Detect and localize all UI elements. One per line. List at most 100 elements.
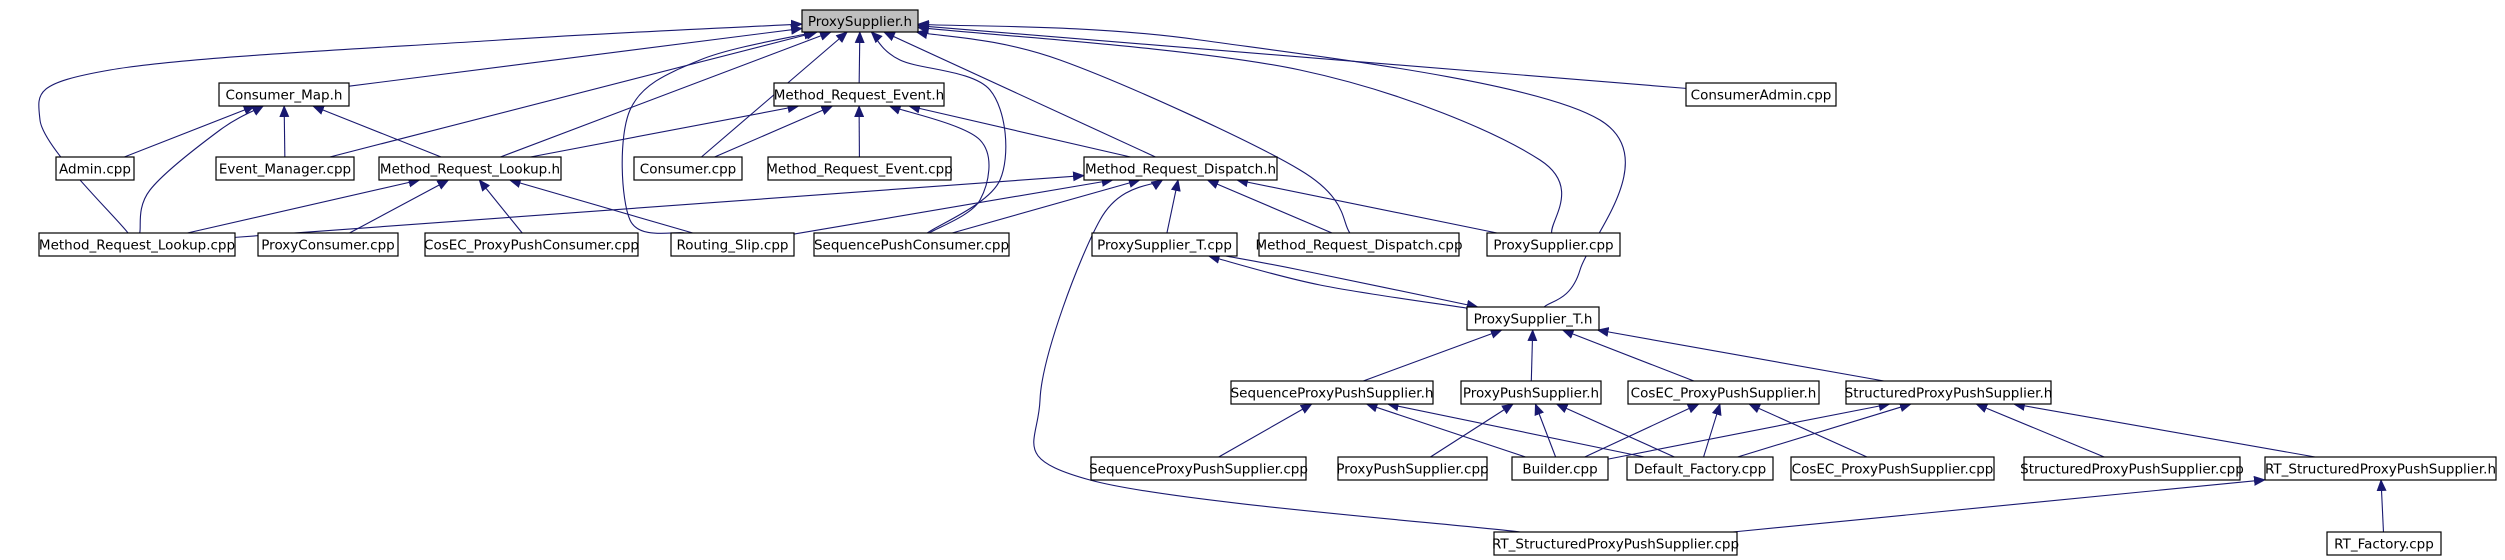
node-consumer-map-h[interactable]: Consumer_Map.h (218, 82, 350, 107)
node-label: CosEC_ProxyPushConsumer.cpp (424, 238, 639, 254)
node-proxysupplier-cpp[interactable]: ProxySupplier.cpp (1486, 232, 1621, 257)
edge-routing_slip_cpp-to-method_request_lookup_h (508, 178, 693, 234)
node-label: Default_Factory.cpp (1634, 462, 1766, 478)
node-box[interactable] (55, 156, 135, 181)
node-proxysupplier-t-h[interactable]: ProxySupplier_T.h (1466, 306, 1600, 331)
edge-event_manager_cpp-to-consumer_map_h (279, 105, 290, 158)
node-sequenceproxypushsupplier-cpp[interactable]: SequenceProxyPushSupplier.cpp (1089, 456, 1308, 481)
edge-proxysupplier_t_cpp-to-proxysupplier_t_h (1225, 255, 1479, 310)
node-consumer-cpp[interactable]: Consumer.cpp (633, 156, 743, 181)
node-proxypushsupplier-cpp[interactable]: ProxyPushSupplier.cpp (1336, 456, 1489, 481)
node-box[interactable] (2023, 456, 2241, 481)
edge-rt_factory_cpp-to-rt_structuredproxypushsupplier_h (2376, 479, 2387, 533)
edge-admin_cpp-to-consumer_map_h (124, 105, 256, 158)
node-box[interactable] (1337, 456, 1488, 481)
edge-rt_structuredproxypushsupplier_h-to-structuredproxypushsupplier_h (2012, 400, 2316, 458)
edge-default_factory_cpp-to-cosec_proxypushsupplier_h (1703, 403, 1722, 458)
node-builder-cpp[interactable]: Builder.cpp (1511, 456, 1609, 481)
node-structuredproxypushsupplier-h[interactable]: StructuredProxyPushSupplier.h (1845, 380, 2053, 405)
node-routing-slip-cpp[interactable]: Routing_Slip.cpp (670, 232, 795, 257)
node-method-request-dispatch-cpp[interactable]: Method_Request_Dispatch.cpp (1255, 232, 1463, 257)
node-proxysupplier-t-cpp[interactable]: ProxySupplier_T.cpp (1091, 232, 1238, 257)
edge-method_request_dispatch_h-to-proxysupplier_h (882, 31, 1156, 158)
node-method-request-event-cpp[interactable]: Method_Request_Event.cpp (766, 156, 953, 181)
node-proxysupplier-h[interactable]: ProxySupplier.h (801, 9, 919, 33)
node-box[interactable] (633, 156, 743, 181)
edge-builder_cpp-to-sequenceproxypushsupplier_h (1365, 402, 1526, 458)
node-box[interactable] (767, 156, 952, 181)
node-box[interactable] (2264, 456, 2497, 481)
edge-method_request_lookup_cpp-to-consumer_map_h (139, 105, 265, 234)
edge-routing_slip_cpp-to-method_request_dispatch_h (793, 176, 1114, 235)
node-box[interactable] (424, 232, 639, 257)
node-label: ProxySupplier_T.h (1474, 312, 1593, 328)
edge-method_request_dispatch_cpp-to-proxysupplier_h (915, 29, 1351, 234)
edge-method_request_lookup_cpp-to-method_request_dispatch_h (234, 171, 1085, 238)
node-box[interactable] (801, 9, 919, 33)
node-box[interactable] (670, 232, 795, 257)
node-method-request-event-h[interactable]: Method_Request_Event.h (773, 82, 945, 107)
node-box[interactable] (218, 82, 350, 107)
node-cosec-proxypushconsumer-cpp[interactable]: CosEC_ProxyPushConsumer.cpp (424, 232, 639, 257)
node-box[interactable] (1790, 456, 1995, 481)
node-rt-structuredproxypushsupplier-h[interactable]: RT_StructuredProxyPushSupplier.h (2264, 456, 2497, 481)
node-box[interactable] (257, 232, 399, 257)
node-proxyconsumer-cpp[interactable]: ProxyConsumer.cpp (257, 232, 399, 257)
node-label: SequenceProxyPushSupplier.cpp (1089, 462, 1308, 478)
node-box[interactable] (1486, 232, 1621, 257)
node-default-factory-cpp[interactable]: Default_Factory.cpp (1626, 456, 1774, 481)
node-sequenceproxypushsupplier-h[interactable]: SequenceProxyPushSupplier.h (1230, 380, 1434, 405)
edge-consumeradmin_cpp-to-proxysupplier_h (917, 21, 1687, 89)
edge-proxysupplier_t_cpp-to-method_request_dispatch_h (1166, 179, 1181, 234)
node-box[interactable] (2326, 531, 2442, 556)
node-cosec-proxypushsupplier-h[interactable]: CosEC_ProxyPushSupplier.h (1627, 380, 1820, 405)
edge-proxysupplier_t_h-to-proxysupplier_h (917, 19, 1626, 308)
node-box[interactable] (1627, 380, 1820, 405)
edge-consumer_cpp-to-method_request_event_h (714, 105, 834, 158)
node-box[interactable] (1230, 380, 1434, 405)
node-box[interactable] (1258, 232, 1460, 257)
edge-builder_cpp-to-proxypushsupplier_h (1534, 403, 1557, 458)
node-label: ProxySupplier_T.cpp (1097, 238, 1232, 254)
node-method-request-dispatch-h[interactable]: Method_Request_Dispatch.h (1083, 156, 1278, 181)
node-rt-factory-cpp[interactable]: RT_Factory.cpp (2326, 531, 2442, 556)
node-rt-structuredproxypushsupplier-cpp[interactable]: RT_StructuredProxyPushSupplier.cpp (1492, 531, 1739, 556)
node-box[interactable] (38, 232, 236, 257)
node-box[interactable] (378, 156, 562, 181)
node-box[interactable] (1090, 456, 1307, 481)
node-box[interactable] (1511, 456, 1609, 481)
node-event-manager-cpp[interactable]: Event_Manager.cpp (215, 156, 355, 181)
edge-default_factory_cpp-to-sequenceproxypushsupplier_h (1386, 401, 1645, 458)
node-box[interactable] (215, 156, 355, 181)
node-label: ProxySupplier.h (808, 14, 912, 30)
node-cosec-proxypushsupplier-cpp[interactable]: CosEC_ProxyPushSupplier.cpp (1790, 456, 1995, 481)
edge-cosec_proxypushsupplier_cpp-to-cosec_proxypushsupplier_h (1748, 403, 1868, 458)
node-box[interactable] (1083, 156, 1278, 181)
node-box[interactable] (1845, 380, 2052, 405)
node-box[interactable] (1460, 380, 1602, 405)
node-proxypushsupplier-h[interactable]: ProxyPushSupplier.h (1460, 380, 1602, 405)
edge-consumer_map_h-to-proxysupplier_h (348, 24, 803, 87)
node-box[interactable] (813, 232, 1010, 257)
node-box[interactable] (1466, 306, 1600, 331)
edge-rt_structuredproxypushsupplier_cpp-to-rt_structuredproxypushsupplier_h (1732, 475, 2266, 533)
node-method-request-lookup-h[interactable]: Method_Request_Lookup.h (378, 156, 562, 181)
edges-layer (38, 19, 2387, 533)
node-label: Builder.cpp (1522, 462, 1597, 478)
node-box[interactable] (1685, 82, 1837, 107)
node-sequencepushconsumer-cpp[interactable]: SequencePushConsumer.cpp (813, 232, 1010, 257)
node-consumeradmin-cpp[interactable]: ConsumerAdmin.cpp (1685, 82, 1837, 107)
node-box[interactable] (1493, 531, 1738, 556)
node-box[interactable] (1626, 456, 1774, 481)
edge-sequenceproxypushsupplier_h-to-proxysupplier_t_h (1363, 329, 1503, 382)
edge-method_request_event_h-to-proxysupplier_h (854, 31, 865, 84)
node-box[interactable] (1091, 232, 1238, 257)
edge-cosec_proxypushsupplier_h-to-proxysupplier_t_h (1561, 329, 1695, 382)
node-admin-cpp[interactable]: Admin.cpp (55, 156, 135, 181)
edge-proxysupplier_cpp-to-method_request_dispatch_h (1235, 177, 1498, 234)
node-box[interactable] (773, 82, 945, 107)
node-structuredproxypushsupplier-cpp[interactable]: StructuredProxyPushSupplier.cpp (2020, 456, 2244, 481)
node-label: Method_Request_Dispatch.h (1085, 162, 1276, 178)
node-method-request-lookup-cpp[interactable]: Method_Request_Lookup.cpp (38, 232, 236, 257)
